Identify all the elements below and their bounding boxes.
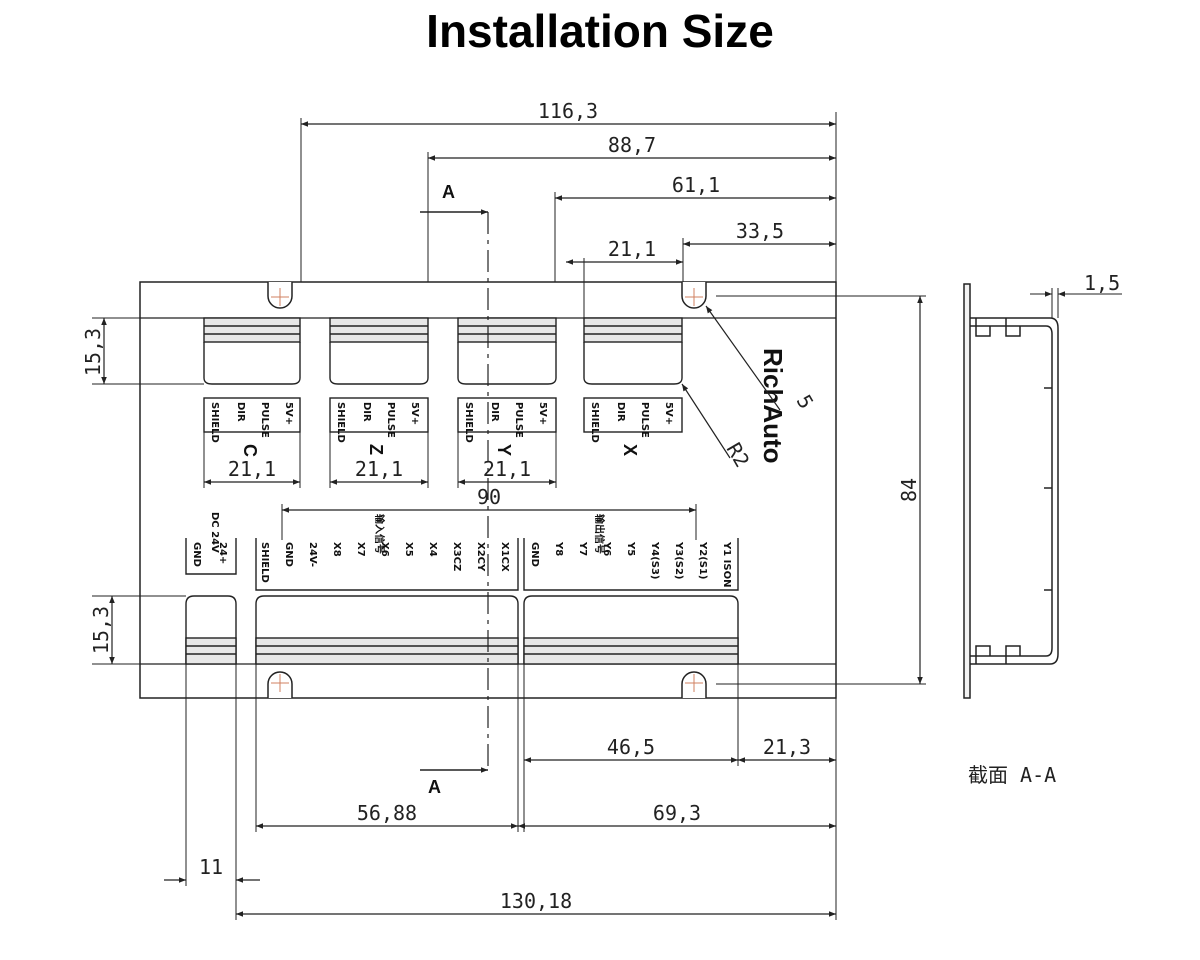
pin-label: SHIELD [335,402,346,443]
pin-label: 24+ [217,542,228,564]
pin-label: GND [283,542,294,567]
pin-label: X7 [355,542,366,557]
dim-axis-spacing-3: 21,1 [483,457,531,481]
dim-axis-spacing-1: 21,1 [228,457,276,481]
pin-label: Y6 [601,541,612,556]
pin-label: X5 [403,542,414,557]
pin-label: X1CX [499,542,510,572]
pin-label: GND [191,542,202,567]
pin-label: PULSE [639,402,650,438]
pin-label: DIR [489,402,500,422]
dim-corner-radius: R2 [722,439,755,472]
power-header: DC 24V [209,512,220,553]
brand-logo: RichAuto [758,348,788,464]
output-header: 输出信号 [593,514,606,554]
pin-label: X8 [331,542,342,557]
axis-label-x: X [620,444,640,456]
section-marker-bottom: A [428,777,441,797]
power-pins: GND 24+ [191,542,228,567]
pin-label: PULSE [385,402,396,438]
dimension-lines [101,121,923,917]
input-header: 输入信号 [373,514,386,554]
bottom-headers: DC 24V 输入信号 输出信号 [209,512,606,554]
dim-bottom-overall: 130,18 [500,889,572,913]
dim-bottom-right-2: 21,3 [763,735,811,759]
pin-label: 5V+ [283,402,294,425]
input-pins: SHIELD GND 24V- X8 X7 X6 X5 X4 X3CZ X2CY… [259,542,510,583]
section-line [420,209,489,773]
pin-label: X3CZ [451,542,462,571]
pin-label: DIR [235,402,246,422]
section-profile [963,283,1122,699]
dim-input-span: 90 [477,485,501,509]
section-marker-top: A [442,182,455,202]
pin-label: 5V+ [663,402,674,425]
axis-label-y: Y [494,444,514,456]
axis-connectors [203,317,683,433]
dim-bottom-small: 11 [199,855,223,879]
dimension-values: 116,3 88,7 61,1 33,5 21,1 84 15,3 15,3 2… [81,99,921,913]
dim-slot-radius: 5 [792,391,819,413]
pin-label: Y7 [577,541,588,556]
dim-top-4: 33,5 [736,219,784,243]
pin-label: Y5 [625,541,636,556]
pin-label: 5V+ [537,402,548,425]
dim-axis-spacing-2: 21,1 [355,457,403,481]
dim-left-lower: 15,3 [89,606,113,654]
pin-label: SHIELD [589,402,600,443]
pin-label: DIR [361,402,372,422]
dim-top-3: 61,1 [672,173,720,197]
dim-bottom-right-3: 69,3 [653,801,701,825]
axis-label-z: Z [366,444,386,455]
bottom-connectors [185,538,739,665]
pin-label: 24V- [307,542,318,567]
output-pins: GND Y8 Y7 Y6 Y5 Y4(S3) Y3(S2) Y2(S1) Y1 … [529,541,732,587]
dim-bottom-left: 56,88 [357,801,417,825]
pin-label: GND [529,542,540,567]
page-title: Installation Size [426,5,774,57]
pin-label: Y1 ISON [721,541,732,587]
pin-label: X4 [427,542,438,557]
pin-label: PULSE [513,402,524,438]
axis-letters: C Z Y X [240,444,640,457]
section-caption: 截面 A-A [968,763,1056,787]
pin-label: Y2(S1) [697,541,708,580]
dim-top-overall: 116,3 [538,99,598,123]
pin-label: DIR [615,402,626,422]
pin-label: X2CY [475,542,486,572]
dim-profile-thickness: 1,5 [1084,271,1120,295]
pin-label: X6 [379,542,390,557]
dim-bottom-right-1: 46,5 [607,735,655,759]
pin-label: SHIELD [209,402,220,443]
pin-label: Y8 [553,541,564,556]
pin-label: SHIELD [259,542,270,583]
pin-label: Y3(S2) [673,541,684,580]
axis-label-c: C [240,444,260,457]
pin-label: Y4(S3) [649,541,660,580]
axis-pin-labels: SHIELD DIR PULSE 5V+ SHIELD DIR PULSE 5V… [209,402,674,443]
dim-top-2: 88,7 [608,133,656,157]
mounting-slots [267,282,707,698]
dim-right-height: 84 [897,478,921,502]
dim-top-5: 21,1 [608,237,656,261]
dim-left-upper: 15,3 [81,328,105,376]
pin-label: 5V+ [409,402,420,425]
pin-label: PULSE [259,402,270,438]
pin-label: SHIELD [463,402,474,443]
